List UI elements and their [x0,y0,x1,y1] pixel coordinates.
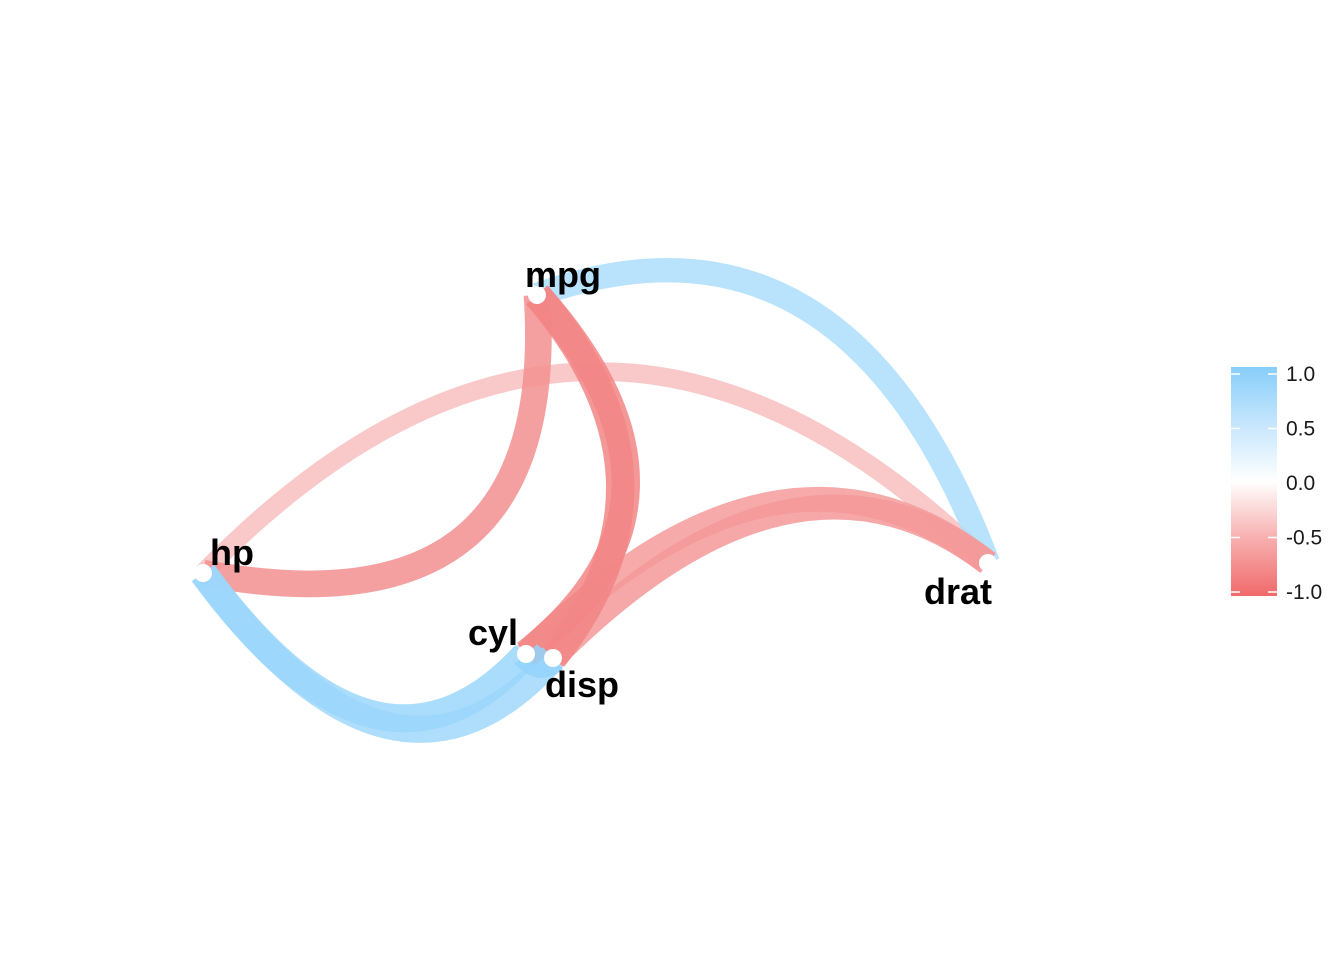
node-cyl [517,645,535,663]
node-disp [544,649,562,667]
edge-mpg-drat [532,258,1000,568]
legend-tick-label: -0.5 [1286,527,1322,550]
legend-tick-label: 0.5 [1286,418,1315,441]
legend-tick-label: 0.0 [1286,472,1315,495]
legend-ticks: 1.0 0.5 0.0 -0.5 -1.0 [1231,363,1322,604]
node-mpg [528,286,546,304]
edge-mpg-hp [200,294,552,598]
edge-mpg-disp [526,285,635,667]
edge-hp-cyl [191,564,537,733]
node-drat [979,554,997,572]
node-label-drat: drat [924,571,992,612]
node-label-hp: hp [210,532,254,573]
edge-disp-drat [544,494,996,667]
node-hp [194,564,212,582]
color-legend: 1.0 0.5 0.0 -0.5 -1.0 [1231,363,1322,604]
node-label-disp: disp [545,664,619,705]
node-label-mpg: mpg [525,254,601,295]
nodes-layer [194,286,997,667]
legend-colorbar [1231,367,1277,596]
legend-tick-label: -1.0 [1286,581,1322,604]
edges-layer [191,258,1000,743]
legend-tick-label: 1.0 [1286,363,1315,386]
node-label-cyl: cyl [468,612,518,653]
